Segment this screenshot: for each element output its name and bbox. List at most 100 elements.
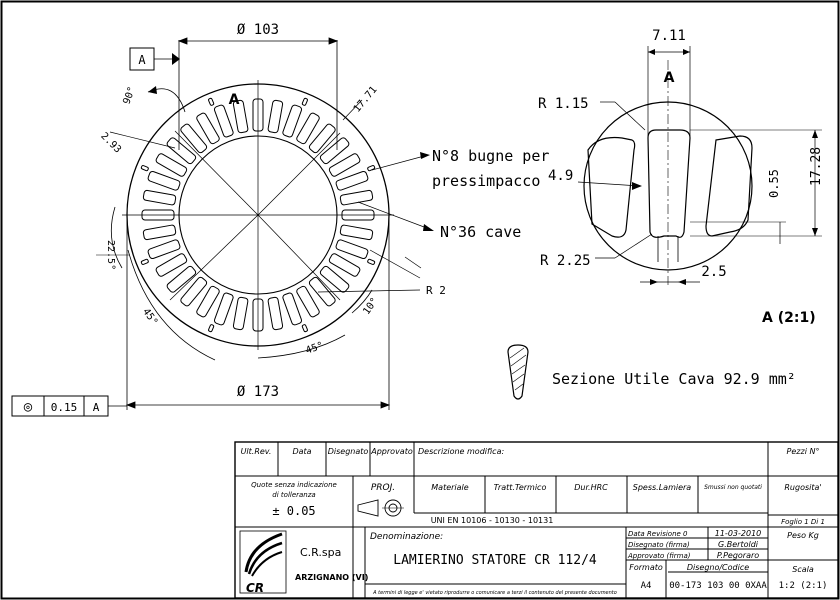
tratt-termico-label: Tratt.Termico <box>494 483 547 492</box>
cr-logo <box>239 530 287 594</box>
center-lines <box>122 80 394 350</box>
note-bugne-line1: N°8 bugne per <box>432 147 549 165</box>
datum-a-label: A <box>138 53 146 67</box>
tolerance-datum: A <box>93 401 100 414</box>
spess-lamiera-label: Spess.Lamiera <box>633 483 692 492</box>
stator-slot <box>155 153 188 177</box>
stator-slot <box>196 112 220 145</box>
data-revisione-label: Data Revisione 0 <box>628 530 688 538</box>
stator-slot <box>282 292 303 326</box>
stator-slot <box>339 189 374 206</box>
scala-label: Scala <box>792 565 814 574</box>
stator-slot <box>296 112 320 145</box>
dim-7-11-label: 7.11 <box>652 28 686 44</box>
stator-slot <box>142 224 177 241</box>
stator-slot <box>267 296 284 331</box>
rugosita-label: Rugosita' <box>784 483 821 492</box>
proj-label: PROJ. <box>371 483 395 493</box>
data-revisione-value: 11-03-2010 <box>715 529 762 538</box>
disegnato-name: G.Bertoldi <box>718 540 759 549</box>
stator-slot <box>308 276 336 307</box>
sezione-utile-label: Sezione Utile Cava 92.9 mm² <box>552 370 796 388</box>
approvato-label: Approvato (firma) <box>627 552 691 560</box>
stator-slot <box>147 239 181 260</box>
detail-a-marker: A <box>664 70 675 86</box>
stator-slot <box>328 153 361 177</box>
hdr-pezzi: Pezzi N° <box>787 447 820 456</box>
stator-slot <box>213 292 234 326</box>
stator-slot <box>180 276 208 307</box>
hdr-disegnato: Disegnato <box>328 447 369 456</box>
stator-slot <box>232 296 249 331</box>
pressing-boss <box>367 258 376 265</box>
stator-slot <box>319 137 350 165</box>
disegnato-label: Disegnato (firma) <box>628 541 690 549</box>
company-name: C.R.spa <box>300 546 341 559</box>
hdr-approvato: Approvato <box>370 447 413 456</box>
quote-value: ± 0.05 <box>272 504 315 518</box>
pressing-boss <box>367 165 376 172</box>
dim-17-28-label: 17.28 <box>809 147 824 186</box>
dim-17-71-label: 17.71 <box>352 84 380 114</box>
geometric-tolerance-frame <box>11 395 127 417</box>
stator-slot <box>296 285 320 318</box>
dim-45-bottom-label: 45° <box>304 340 325 357</box>
pressing-boss <box>140 258 149 265</box>
company-city: ARZIGNANO (VI) <box>295 573 368 582</box>
denominazione-label: Denominazione: <box>370 532 443 542</box>
stator-slot <box>308 123 336 154</box>
disegno-value: 00-173 103 00 0XAA <box>669 581 767 591</box>
radius-1-15-label: R 1.15 <box>538 96 589 112</box>
dim-45-left-label: 45° <box>140 306 159 327</box>
stator-slot <box>232 99 249 134</box>
uni-standard: UNI EN 10106 - 10130 - 10131 <box>431 516 554 525</box>
pressing-boss <box>208 324 215 333</box>
stator-slot <box>319 265 350 293</box>
hdr-ult-rev: Ult.Rev. <box>241 447 272 456</box>
slot-detail-view <box>577 46 822 285</box>
dim-103-label: Ø 103 <box>237 22 279 38</box>
disegno-label: Disegno/Codice <box>687 563 749 572</box>
radius-2-25-label: R 2.25 <box>540 253 591 269</box>
slot-section-hatch <box>509 347 527 391</box>
stator-slot <box>166 265 197 293</box>
dim-4-9-label: 4.9 <box>548 168 573 184</box>
tolerance-value: 0.15 <box>51 401 78 414</box>
approvato-name: P.Pegoraro <box>717 551 759 560</box>
dim-10-label: 10° <box>361 296 380 317</box>
stator-slot <box>328 253 361 277</box>
smussi-label: Smussi non quotati <box>704 484 762 491</box>
dim-173-label: Ø 173 <box>237 384 279 400</box>
section-a-marker: A <box>229 92 240 108</box>
pressing-bosses <box>140 97 376 333</box>
stator-slot <box>335 239 369 260</box>
formato-value: A4 <box>641 581 652 591</box>
radius-2-label: R 2 <box>426 284 446 297</box>
stator-lamination-view <box>96 37 434 410</box>
concentricity-symbol: ◎ <box>24 399 33 415</box>
pressing-boss <box>301 97 308 106</box>
stator-slot <box>180 123 208 154</box>
hdr-data: Data <box>292 447 311 456</box>
dur-hrc-label: Dur.HRC <box>574 483 608 492</box>
title-block-text: Ult.Rev. Data Disegnato Approvato Descri… <box>241 447 828 596</box>
peso-label: Peso Kg <box>787 531 819 540</box>
stator-slot <box>196 285 220 318</box>
slot-section-icon <box>507 344 529 400</box>
dim-diameter-173 <box>125 215 391 410</box>
dim-0-55-label: 0.55 <box>767 169 781 198</box>
scala-value: 1:2 (2:1) <box>779 581 828 591</box>
note-cave: N°36 cave <box>440 223 521 241</box>
pressing-boss <box>208 97 215 106</box>
stator-slot <box>282 104 303 138</box>
legal-notice: A termini di legge e' vietato riprodurre… <box>372 590 617 596</box>
title-block <box>234 441 839 599</box>
drawing-annotations: Ø 103 Ø 173 A A 90° 2.93 17.71 22.5° 45°… <box>24 22 824 415</box>
note-bugne-line2: pressimpacco <box>432 172 540 190</box>
pressing-boss <box>301 324 308 333</box>
logo-text: CR <box>246 581 264 595</box>
stator-slot <box>147 170 181 191</box>
dim-90-label: 90° <box>122 85 139 106</box>
quote-line2: di tolleranza <box>272 491 315 499</box>
